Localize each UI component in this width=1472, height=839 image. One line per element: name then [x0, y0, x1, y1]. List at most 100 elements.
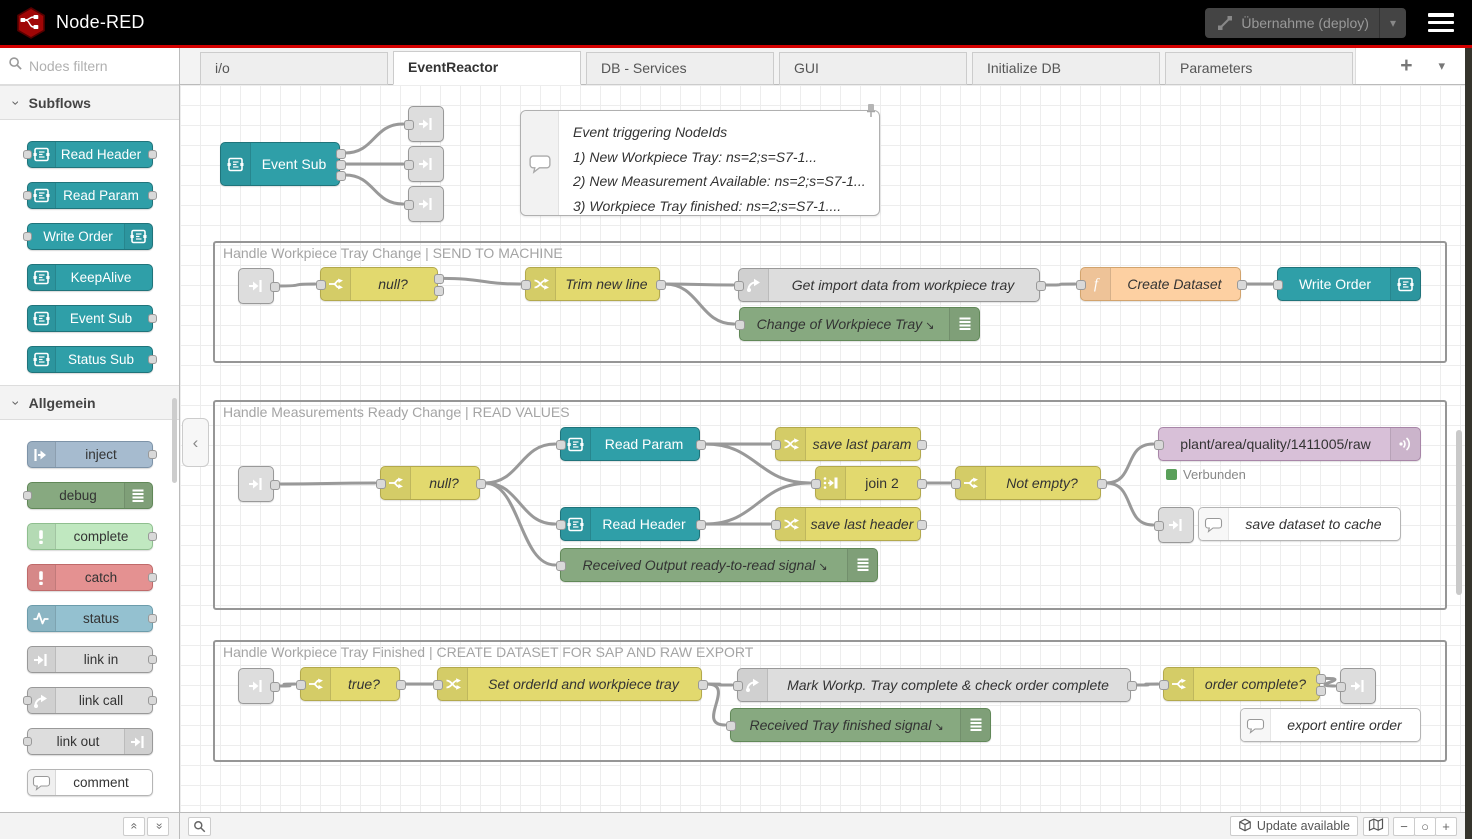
node-output-port[interactable] [1097, 479, 1107, 489]
deploy-options-caret[interactable]: ▾ [1378, 7, 1406, 38]
node-output-port[interactable] [270, 282, 280, 292]
node-input-port[interactable] [556, 440, 566, 450]
palette-node-keepalive[interactable]: KeepAlive [26, 264, 153, 291]
node-lo3[interactable] [1336, 668, 1376, 704]
node-output-port[interactable] [1316, 674, 1326, 685]
zoom-reset-button[interactable]: ○ [1414, 816, 1436, 836]
node-li1[interactable] [238, 268, 280, 304]
node-output-port[interactable] [917, 479, 927, 489]
node-output-port[interactable] [147, 532, 157, 541]
node-output-port[interactable] [147, 614, 157, 623]
palette-node-write-order[interactable]: Write Order [22, 223, 153, 250]
node-output-port[interactable] [147, 191, 157, 200]
node-export-entire-order[interactable]: export entire order [1240, 708, 1421, 742]
node-join-2[interactable]: join 2 [811, 466, 927, 500]
palette-search-input[interactable] [29, 58, 159, 74]
wire[interactable] [277, 481, 377, 486]
node-input-port[interactable] [735, 320, 745, 330]
node-input-port[interactable] [1076, 280, 1086, 290]
node-output-port[interactable] [147, 573, 157, 582]
palette-node-link-out[interactable]: link out [22, 728, 153, 755]
node-input-port[interactable] [296, 680, 306, 690]
node-input-port[interactable] [521, 280, 531, 290]
wire[interactable] [1104, 481, 1155, 527]
node-output-port[interactable] [1237, 280, 1247, 290]
node-input-port[interactable] [1273, 280, 1283, 290]
tab-i-o[interactable]: i/o [200, 52, 388, 85]
node-input-port[interactable] [22, 191, 32, 200]
node-output-port[interactable] [434, 274, 444, 285]
node-li3[interactable] [238, 668, 280, 704]
node-set-orderid-and-workpiece-tray[interactable]: Set orderId and workpiece tray [433, 667, 708, 701]
palette-node-link-call[interactable]: link call [22, 687, 157, 714]
node-output-port[interactable] [917, 520, 927, 530]
wire[interactable] [705, 682, 727, 727]
node-not-empty[interactable]: Not empty? [951, 466, 1107, 500]
node-input-port[interactable] [22, 232, 32, 241]
node-output-port[interactable] [656, 280, 666, 290]
node-input-port[interactable] [404, 160, 414, 170]
wire[interactable] [483, 481, 557, 526]
wire[interactable] [277, 682, 297, 688]
node-mark-workp-tray-complete-check-order-complete[interactable]: Mark Workp. Tray complete & check order … [733, 668, 1137, 702]
node-save-last-param[interactable]: save last param [771, 427, 927, 461]
node-input-port[interactable] [951, 479, 961, 489]
canvas-search-button[interactable] [188, 816, 211, 836]
palette-node-status[interactable]: status [26, 605, 157, 632]
node-input-port[interactable] [726, 721, 736, 731]
node-trim-new-line[interactable]: Trim new line [521, 267, 666, 301]
node-output-port[interactable] [270, 480, 280, 490]
main-menu-button[interactable] [1428, 13, 1454, 32]
update-available-button[interactable]: Update available [1229, 816, 1358, 836]
node-input-port[interactable] [556, 520, 566, 530]
wire[interactable] [663, 282, 736, 326]
tab-initialize-db[interactable]: Initialize DB [972, 52, 1160, 85]
node-output-port[interactable] [336, 149, 346, 159]
node-true[interactable]: true? [296, 667, 406, 701]
flow-group-1[interactable]: Handle Workpiece Tray Change | SEND TO M… [213, 241, 1447, 363]
palette-node-read-header[interactable]: Read Header [22, 141, 157, 168]
node-input-port[interactable] [734, 281, 744, 291]
node-received-tray-finished-signal[interactable]: Received Tray finished signal↘ [726, 708, 991, 742]
node-input-port[interactable] [22, 491, 32, 500]
tab-gui[interactable]: GUI [779, 52, 967, 85]
wire[interactable] [1323, 676, 1337, 688]
palette-scrollbar[interactable] [172, 398, 177, 483]
node-input-port[interactable] [1154, 440, 1164, 450]
node-output-port[interactable] [696, 520, 706, 530]
wire[interactable] [483, 442, 557, 485]
node-input-port[interactable] [316, 280, 326, 290]
node-input-port[interactable] [811, 479, 821, 489]
palette-search[interactable] [0, 48, 179, 85]
node-input-port[interactable] [1154, 521, 1164, 531]
node-output-port[interactable] [1036, 281, 1046, 291]
node-loB[interactable] [404, 146, 444, 182]
canvas-vertical-scrollbar[interactable] [1456, 430, 1462, 595]
wire[interactable] [1043, 282, 1077, 287]
flow-group-2[interactable]: Handle Measurements Ready Change | READ … [213, 400, 1447, 610]
wire[interactable] [483, 481, 557, 567]
wire[interactable] [703, 481, 812, 526]
zoom-out-button[interactable]: − [1393, 816, 1415, 836]
palette-category-allgemein[interactable]: ›Allgemein [0, 385, 179, 420]
palette-collapse-button[interactable]: ‹ [182, 418, 209, 467]
node-loC[interactable] [404, 186, 444, 222]
palette-node-catch[interactable]: catch [26, 564, 157, 591]
wire[interactable] [703, 442, 812, 485]
node-input-port[interactable] [433, 680, 443, 690]
node-input-port[interactable] [771, 440, 781, 450]
tab-parameters[interactable]: Parameters [1165, 52, 1353, 85]
node-output-port[interactable] [434, 285, 444, 296]
wire[interactable] [1134, 682, 1160, 687]
node-input-port[interactable] [556, 561, 566, 571]
collapse-all-button[interactable]: « [123, 816, 145, 836]
palette-node-comment[interactable]: comment [26, 769, 153, 796]
flow-group-3[interactable]: Handle Workpiece Tray Finished | CREATE … [213, 640, 1447, 762]
node-output-port[interactable] [396, 680, 406, 690]
node-plant-area-quality-1411005-raw[interactable]: plant/area/quality/1411005/raw [1154, 427, 1421, 461]
node-lo2[interactable] [1154, 507, 1194, 543]
palette-node-event-sub[interactable]: Event Sub [26, 305, 157, 332]
node-input-port[interactable] [376, 479, 386, 489]
